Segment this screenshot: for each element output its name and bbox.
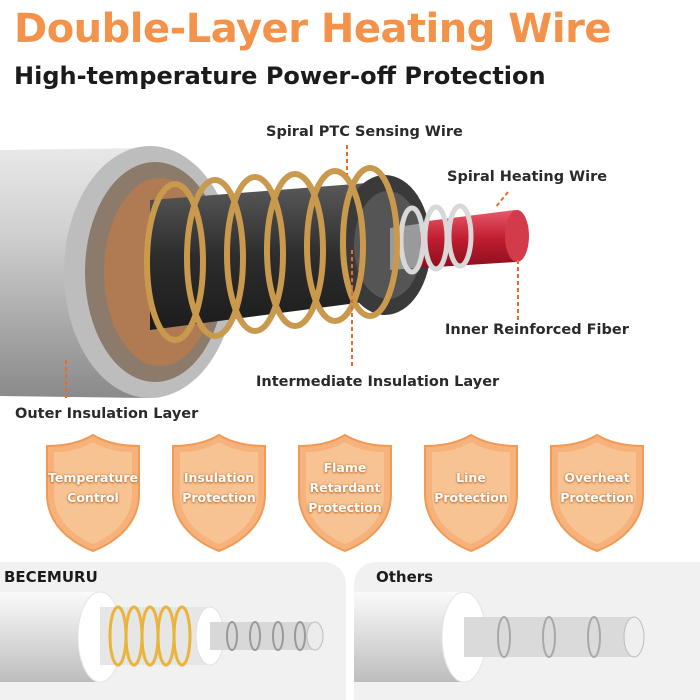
callout-spiral-ptc: Spiral PTC Sensing Wire	[266, 124, 463, 140]
callout-lines	[65, 145, 519, 398]
shield-icon	[424, 433, 518, 553]
callout-outer: Outer Insulation Layer	[15, 406, 199, 422]
feature-shield-flame: Flame Retardant Protection	[294, 432, 396, 554]
comparison-panel-left: BECEMURU	[0, 562, 346, 700]
callout-spiral-heating: Spiral Heating Wire	[447, 169, 608, 185]
double-layer-cable-illustration	[0, 591, 324, 683]
feature-label: Overheat Protection	[560, 470, 634, 505]
feature-shield-insulation: Insulation Protection	[168, 432, 270, 554]
feature-shield-line: Line Protection	[420, 432, 522, 554]
gold-ptc-spiral	[144, 165, 400, 343]
brand-label: BECEMURU	[4, 568, 98, 586]
feature-label: Temperature Control	[48, 470, 138, 505]
shield-icon	[550, 433, 644, 553]
single-layer-cable-illustration	[354, 591, 645, 683]
feature-label: Flame Retardant Protection	[308, 460, 382, 515]
shield-icon	[298, 433, 392, 553]
feature-label: Insulation Protection	[182, 470, 256, 505]
shield-icon	[46, 433, 140, 553]
feature-shield-overheat: Overheat Protection	[546, 432, 648, 554]
silver-heating-spiral	[398, 203, 474, 275]
page-title: Double-Layer Heating Wire	[14, 6, 612, 52]
comparison-panel-right: Others	[354, 562, 700, 700]
callout-inner-fiber: Inner Reinforced Fiber	[445, 322, 629, 338]
feature-shield-temperature: Temperature Control	[42, 432, 144, 554]
cable-illustration	[0, 145, 529, 398]
feature-label: Line Protection	[434, 470, 508, 505]
page-subtitle: High-temperature Power-off Protection	[14, 62, 546, 90]
callout-intermediate: Intermediate Insulation Layer	[256, 374, 500, 390]
others-label: Others	[376, 568, 434, 586]
shield-icon	[172, 433, 266, 553]
